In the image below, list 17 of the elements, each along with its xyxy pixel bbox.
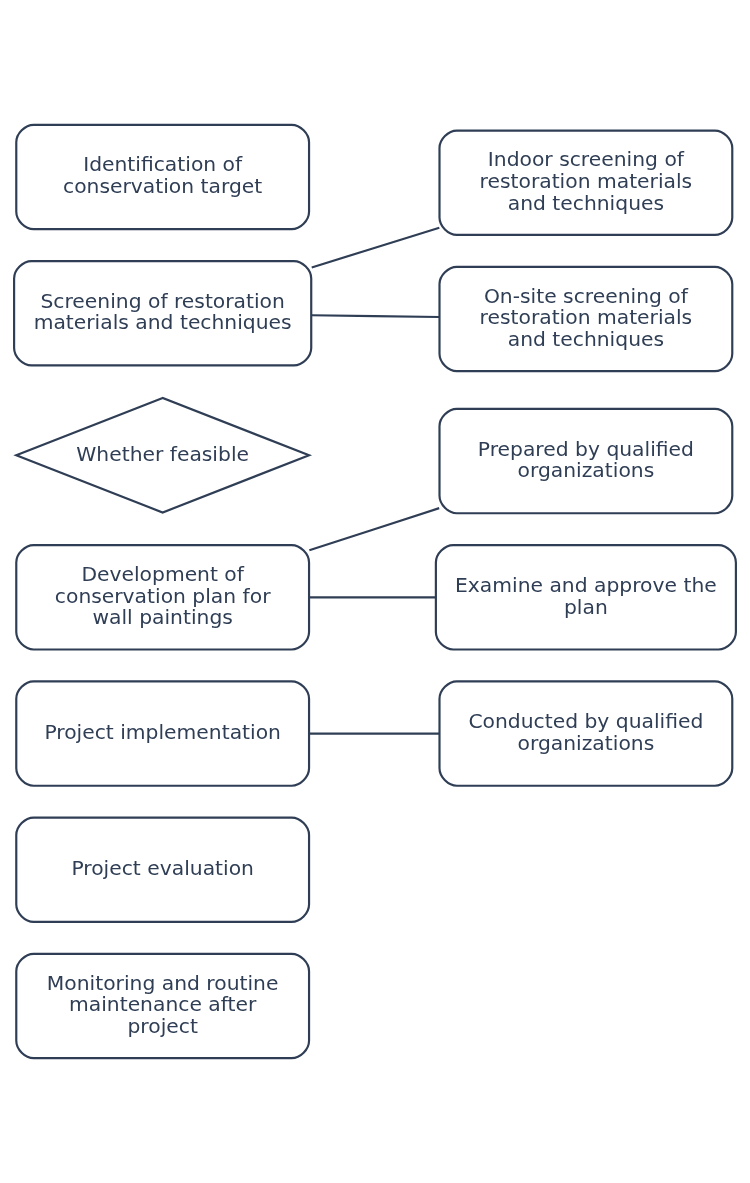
node-box: On-site screening of restoration materials and techniques: [438, 265, 734, 373]
node-box: Conducted by qualified organizations: [438, 680, 734, 787]
node-box: Screening of restoration materials and techniques: [13, 259, 313, 367]
connector: [311, 314, 440, 319]
node-box: Prepared by qualified organizations: [438, 407, 734, 515]
connector: [311, 226, 440, 269]
node-box: Monitoring and routine maintenance after project: [15, 952, 311, 1060]
node-box: Project evaluation: [15, 816, 311, 924]
node-box: Development of conservation plan for wall paintings: [15, 544, 311, 651]
connector: [309, 732, 440, 735]
node-box: Project implementation: [15, 680, 311, 787]
node-diamond: Whether feasible: [13, 396, 313, 514]
connector: [309, 507, 440, 552]
node-box: Examine and approve the plan: [434, 544, 737, 651]
connector: [309, 596, 436, 599]
node-box: Indoor screening of restoration materials and techniques: [438, 129, 734, 237]
node-box: Identification of conservation target: [15, 123, 311, 231]
